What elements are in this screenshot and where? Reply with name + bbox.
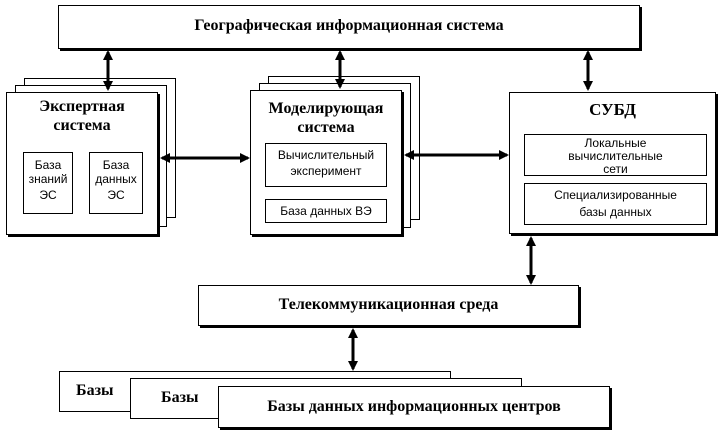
bases-front-box: Базы данных информационных центров <box>218 386 610 428</box>
networks-line1: Локальные <box>584 136 647 150</box>
experiment-db-label: База данных ВЭ <box>280 204 372 218</box>
model-title-line2: система <box>297 119 355 136</box>
expert-title-line1: Экспертная <box>39 98 125 115</box>
expert-system-box: Экспертная система База знаний ЭС База д… <box>6 92 158 235</box>
computational-experiment-box: Вычислительный эксперимент <box>265 143 387 187</box>
edb-line1: База <box>102 158 130 172</box>
special-line1: Специализированные <box>554 188 677 202</box>
gis-title: Географическая информационная система <box>194 17 504 34</box>
kb-line3: ЭС <box>39 188 57 202</box>
telecom-box: Телекоммуникационная среда <box>198 285 579 326</box>
expert-knowledge-base: База знаний ЭС <box>23 152 73 214</box>
experiment-database-box: База данных ВЭ <box>265 199 387 223</box>
expert-database: База данных ЭС <box>89 152 143 214</box>
kb-line2: знаний <box>28 172 68 186</box>
gis-box: Географическая информационная система <box>58 5 640 49</box>
special-line2: базы данных <box>579 205 652 219</box>
networks-line3: сети <box>603 162 628 176</box>
edb-line3: ЭС <box>107 188 125 202</box>
experiment-line2: эксперимент <box>290 164 362 178</box>
bases-back-label: Базы <box>76 382 114 399</box>
modeling-system-box: Моделирующая система Вычислительный эксп… <box>250 90 402 235</box>
kb-line1: База <box>34 158 62 172</box>
dbms-box: СУБД Локальные вычислительные сети Специ… <box>509 92 716 234</box>
edb-line2: данных <box>95 172 137 186</box>
model-title-line1: Моделирующая <box>268 100 384 117</box>
telecom-title: Телекоммуникационная среда <box>278 296 499 313</box>
expert-title-line2: система <box>53 117 111 134</box>
networks-line2: вычислительные <box>568 149 663 163</box>
local-networks-box: Локальные вычислительные сети <box>524 134 707 176</box>
dbms-title: СУБД <box>589 100 636 119</box>
experiment-line1: Вычислительный <box>277 148 375 162</box>
bases-middle-label: Базы <box>161 389 199 406</box>
specialized-db-box: Специализированные базы данных <box>524 183 707 225</box>
bases-front-label: Базы данных информационных центров <box>267 398 561 415</box>
